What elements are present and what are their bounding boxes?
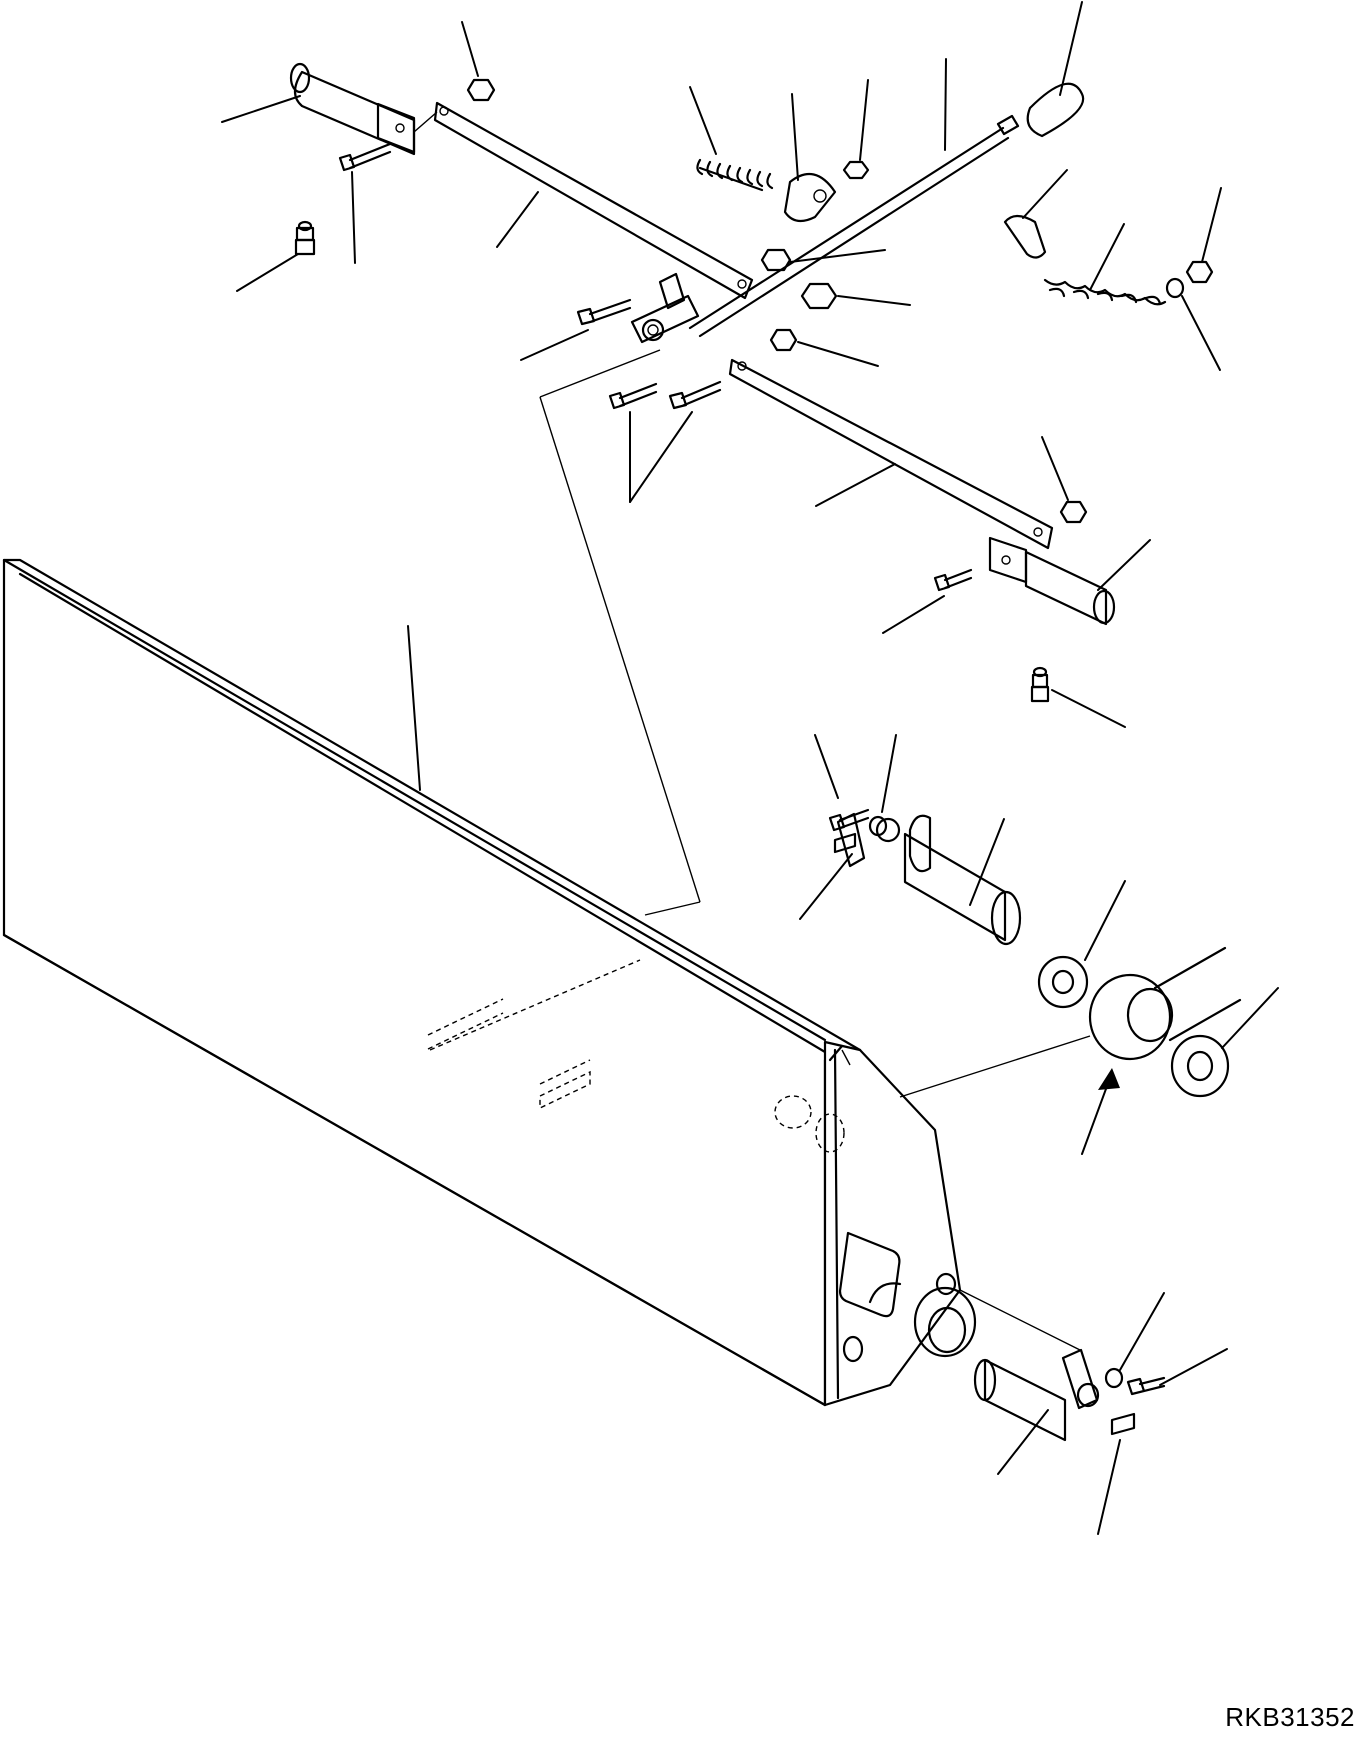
- hook-plate: [783, 172, 837, 223]
- clevis: [630, 272, 700, 344]
- grease-fitting-mid: [1030, 666, 1050, 703]
- spring: [696, 158, 774, 192]
- pivot-pin-upper: [828, 808, 1242, 1098]
- upper-pin-right: [988, 536, 1116, 626]
- drawing-code: RKB31352: [1225, 1702, 1355, 1732]
- chain: [1003, 214, 1167, 306]
- hardware-upper: [338, 78, 1214, 592]
- upper-pin-left: [289, 62, 416, 156]
- link-rod-lower: [728, 358, 1088, 550]
- leader-lines: [221, 1, 1279, 1535]
- grease-fitting-upper: [294, 220, 316, 256]
- pivot-pin-lower: [973, 1348, 1166, 1442]
- bucket-body: [2, 558, 977, 1407]
- control-rod: [688, 82, 1085, 338]
- link-rod-upper: [413, 101, 754, 300]
